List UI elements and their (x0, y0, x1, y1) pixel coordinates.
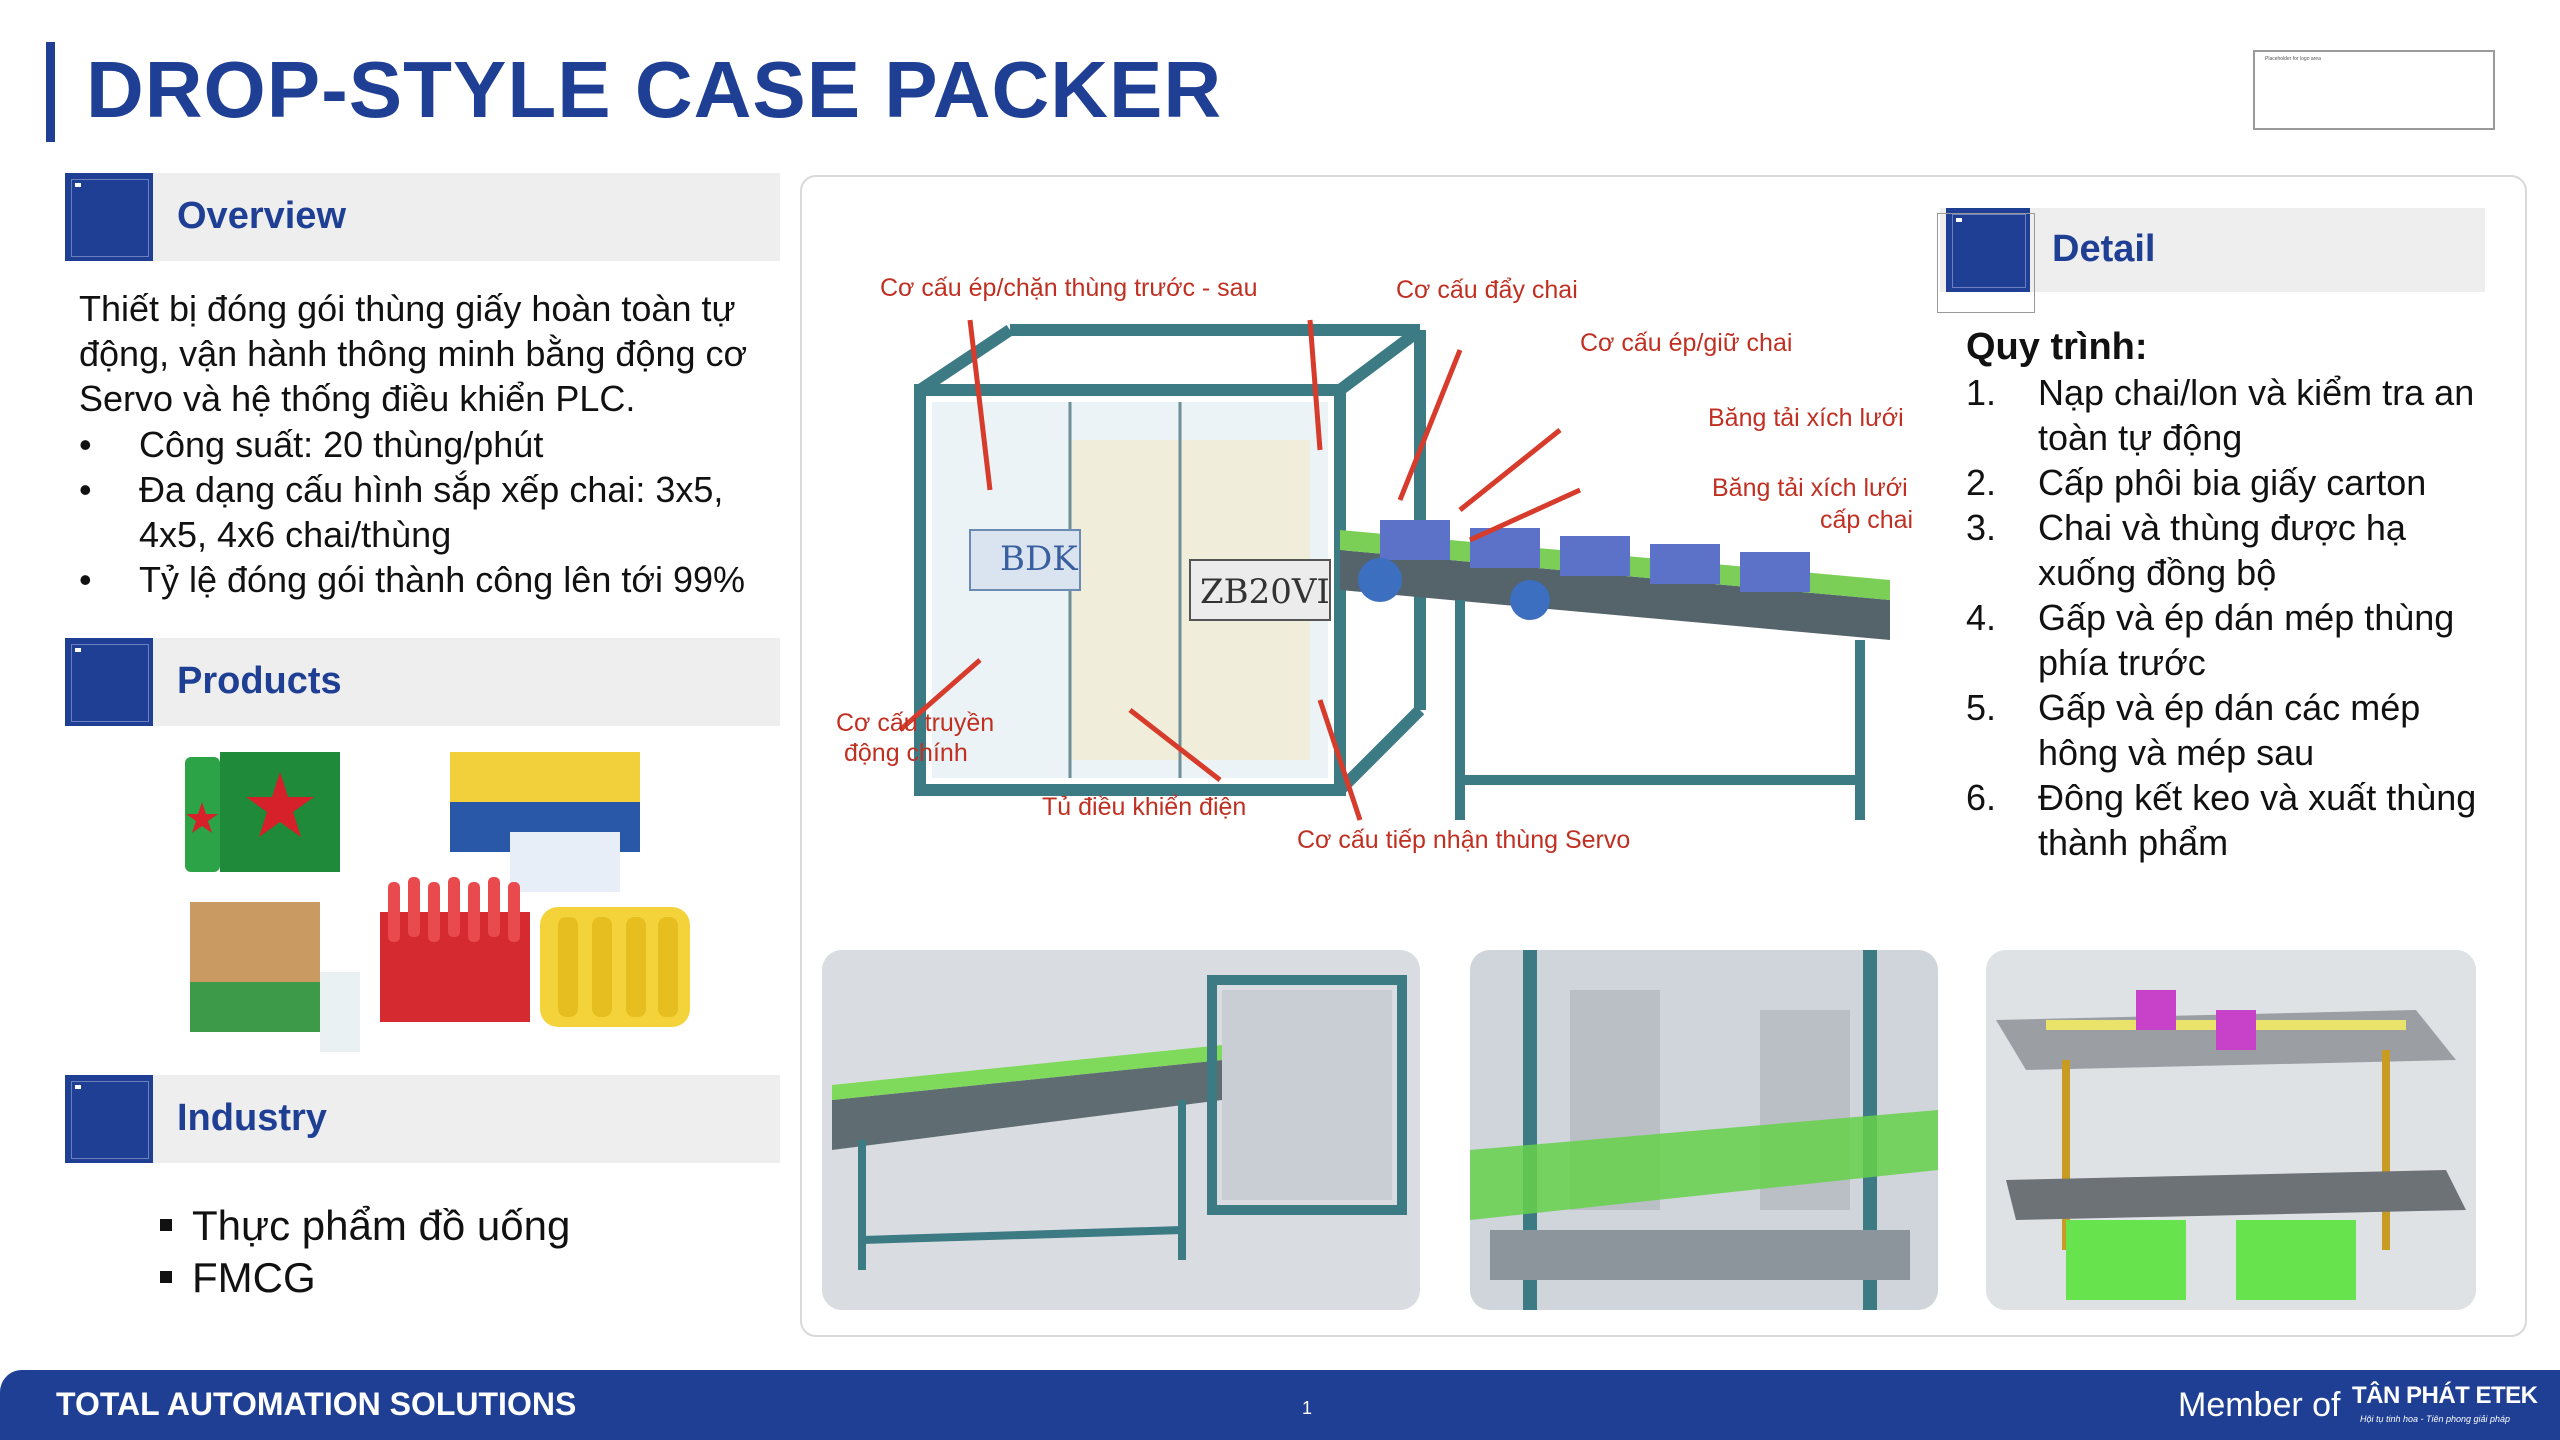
process-step: 6.Đông kết keo và xuất thùng thành phẩm (1966, 777, 2477, 863)
callout-bottle-pusher: Cơ cấu đẩy chai (1396, 276, 1578, 304)
footer-tagline: TOTAL AUTOMATION SOLUTIONS (56, 1386, 577, 1422)
products-image (180, 742, 700, 1062)
logo-placeholder-text: Placeholder for logo area (2265, 56, 2321, 62)
footer-bar: TOTAL AUTOMATION SOLUTIONS 1 Member of T… (0, 1370, 2560, 1440)
callout-mesh-conveyor-feed-line2: cấp chai (1820, 506, 1914, 534)
industry-square-icon (65, 1075, 153, 1163)
process-step: 3.Chai và thùng được hạ xuống đồng bộ (1966, 507, 2406, 593)
process-step: 4.Gấp và ép dán mép thùng phía trước (1966, 597, 2455, 683)
overview-bullet: Công suất: 20 thùng/phút (79, 422, 799, 467)
conveyor-render-thumbnail (822, 950, 1420, 1310)
callout-control-cabinet: Tủ điều khiển điện (1042, 793, 1247, 821)
products-illustration (185, 752, 690, 1052)
footer-member-label: Member of (2178, 1386, 2341, 1424)
callout-main-drive: Cơ cấu truyền (836, 709, 995, 737)
page-number: 1 (1302, 1398, 1313, 1418)
callout-mesh-conveyor-feed: Băng tải xích lưới (1712, 474, 1908, 502)
industry-header: Industry (65, 1075, 780, 1163)
callout-mesh-conveyor: Băng tải xích lưới (1708, 404, 1904, 432)
industry-item: Thực phẩm đồ uống (160, 1200, 570, 1252)
process-step: 1.Nạp chai/lon và kiểm tra an toàn tự độ… (1966, 372, 2475, 458)
industry-item: FMCG (160, 1252, 570, 1304)
page-title: DROP-STYLE CASE PACKER (86, 45, 1223, 134)
milk-cartons-image (510, 832, 620, 892)
overview-square-icon (65, 173, 153, 261)
products-label: Products (177, 660, 342, 702)
industry-label: Industry (177, 1097, 327, 1139)
bottle-drop-render-thumbnail (1470, 950, 1938, 1310)
overview-description: Thiết bị đóng gói thùng giấy hoàn toàn t… (79, 288, 748, 419)
overview-label: Overview (177, 195, 346, 237)
logo-placeholder: Placeholder for logo area (2253, 50, 2495, 130)
products-header: Products (65, 638, 780, 726)
clamp-mechanism-render-thumbnail (1986, 950, 2476, 1310)
process-steps: 1.Nạp chai/lon và kiểm tra an toàn tự độ… (1966, 370, 2506, 865)
machine-model-label: ZB20VI (1200, 572, 1330, 612)
machine-brand-label: BDK (1000, 539, 1078, 579)
detail-label: Detail (2052, 228, 2156, 270)
overview-bullets: Công suất: 20 thùng/phút Đa dạng cấu hìn… (79, 422, 799, 602)
products-square-icon (65, 638, 153, 726)
overview-bullet: Tỷ lệ đóng gói thành công lên tới 99% (79, 557, 799, 602)
brand-logo-text: TÂN PHÁT ETEK (2352, 1382, 2538, 1409)
industry-list: Thực phẩm đồ uống FMCG (160, 1200, 570, 1304)
callout-servo-case-receiver: Cơ cấu tiếp nhận thùng Servo (1297, 826, 1631, 854)
overview-header: Overview (65, 173, 780, 261)
detail-icon-frame (1937, 213, 2035, 313)
machine-diagram: BDK ZB20VI (898, 319, 1890, 821)
detail-header: Detail (1940, 208, 2485, 292)
detergent-bag-image (320, 972, 360, 1052)
callout-bottle-holder: Cơ cấu ép/giữ chai (1580, 329, 1793, 357)
process-step: 5.Gấp và ép dán các mép hông và mép sau (1966, 687, 2421, 773)
detail-square-icon (1946, 208, 2030, 292)
callout-front-back-clamp: Cơ cấu ép/chặn thùng trước - sau (880, 274, 1258, 302)
title-accent-bar (46, 42, 55, 142)
callout-main-drive-line2: động chính (844, 739, 968, 767)
process-step: 2.Cấp phôi bia giấy carton (1966, 462, 2427, 503)
overview-bullet: Đa dạng cấu hình sắp xếp chai: 3x5, 4x5,… (79, 467, 799, 557)
brand-slogan: Hội tụ tinh hoa - Tiên phong giải pháp (2360, 1414, 2511, 1424)
process-title: Quy trình: (1966, 326, 2148, 368)
